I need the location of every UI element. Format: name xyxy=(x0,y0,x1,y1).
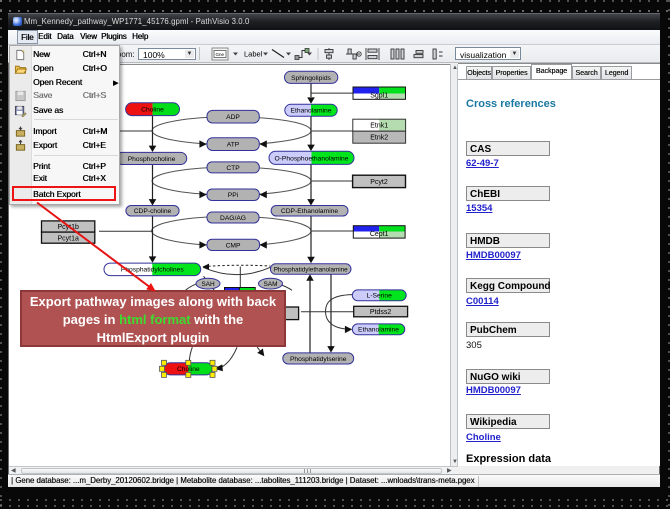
svg-text:Ptdss2: Ptdss2 xyxy=(370,309,392,316)
svg-text:Label: Label xyxy=(244,50,263,59)
svg-text:Phosphocholine: Phosphocholine xyxy=(128,156,176,163)
svg-text:Phosphatidylethanolamine: Phosphatidylethanolamine xyxy=(274,267,348,274)
svg-text:ADP: ADP xyxy=(226,114,240,121)
svg-text:Phosphatidylcholines: Phosphatidylcholines xyxy=(121,267,184,274)
svg-text:Pcyt1b: Pcyt1b xyxy=(57,224,79,231)
svg-text:Sgpl1: Sgpl1 xyxy=(370,92,388,99)
svg-text:Choline: Choline xyxy=(141,107,164,114)
svg-text:SAM: SAM xyxy=(263,281,277,288)
svg-text:Phosphatidylserine: Phosphatidylserine xyxy=(290,356,347,363)
svg-text:Choline: Choline xyxy=(177,366,200,373)
svg-text:Etnk1: Etnk1 xyxy=(370,123,388,130)
svg-text:Sphingolipids: Sphingolipids xyxy=(291,75,331,82)
svg-text:Gne: Gne xyxy=(216,52,225,57)
svg-text:CDP-choline: CDP-choline xyxy=(134,208,172,215)
svg-text:ATP: ATP xyxy=(227,142,240,149)
svg-text:Pcyt1a: Pcyt1a xyxy=(57,235,79,242)
svg-text:Cept1: Cept1 xyxy=(370,231,389,238)
svg-text:Etnk2: Etnk2 xyxy=(370,135,388,142)
svg-text:DAG/AG: DAG/AG xyxy=(220,215,246,222)
svg-text:L-Serine: L-Serine xyxy=(367,293,393,300)
svg-text:CTP: CTP xyxy=(226,165,240,172)
svg-text:PPi: PPi xyxy=(228,192,239,199)
svg-text:Ethanolamine: Ethanolamine xyxy=(291,108,332,115)
svg-text:Ethanolamine: Ethanolamine xyxy=(358,327,399,334)
svg-text:CMP: CMP xyxy=(226,242,241,249)
svg-text:O-Phosphoethanolamine: O-Phosphoethanolamine xyxy=(275,155,349,162)
svg-text:SAH: SAH xyxy=(201,281,215,288)
svg-text:CDP-Ethanolamine: CDP-Ethanolamine xyxy=(281,208,339,215)
svg-text:Pcyt2: Pcyt2 xyxy=(370,179,388,186)
